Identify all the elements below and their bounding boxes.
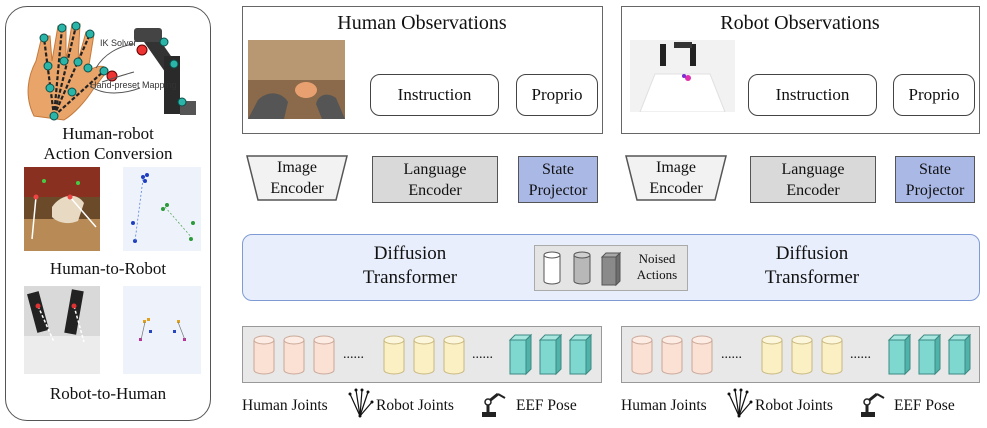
human-to-robot-label: Human-to-Robot bbox=[49, 259, 167, 278]
diffusion-right-line2: Transformer bbox=[764, 267, 860, 288]
robot-language-encoder: Language Encoder bbox=[750, 156, 876, 203]
human-image-encoder-line2: Encoder bbox=[270, 180, 324, 197]
robot-joints-label-left: Robot Joints bbox=[376, 397, 454, 414]
human-observations-title: Human Observations bbox=[337, 12, 507, 34]
noised-actions-line1: Noised bbox=[638, 251, 676, 266]
human-observation-image bbox=[248, 40, 345, 119]
eef-tokens-left bbox=[509, 334, 592, 375]
human-state-projector-line2: Projector bbox=[528, 181, 588, 199]
robot-to-human-label: Robot-to-Human bbox=[49, 384, 167, 403]
human-joints-label-right: Human Joints bbox=[621, 397, 707, 414]
hand-preset-label: Hand-preset Mapping bbox=[90, 80, 177, 90]
human-state-projector-line1: State bbox=[542, 160, 574, 178]
token-dots-1: ...... bbox=[343, 347, 364, 362]
robot-gripper-photo bbox=[24, 286, 100, 374]
robot-image-encoder-line1: Image bbox=[656, 159, 696, 176]
token-dots-3: ...... bbox=[721, 347, 742, 362]
eef-tokens-right bbox=[888, 334, 971, 375]
robot-language-encoder-line1: Language bbox=[781, 160, 845, 178]
robot-joint-tokens-right bbox=[761, 335, 843, 375]
robot-joints-label-right: Robot Joints bbox=[755, 397, 833, 414]
robot-instruction-box: Instruction bbox=[748, 74, 877, 116]
human-joint-tokens-left bbox=[253, 335, 335, 375]
hand-skeleton-icon bbox=[727, 388, 753, 418]
robot-image-encoder: Image Encoder bbox=[625, 155, 727, 201]
human-hand-photo bbox=[24, 167, 100, 251]
human-joints-label-left: Human Joints bbox=[242, 397, 328, 414]
hand-skeleton-icon bbox=[348, 388, 374, 418]
human-language-encoder-line2: Encoder bbox=[408, 181, 462, 199]
diffusion-right-line1: Diffusion bbox=[775, 243, 849, 264]
robot-state-projector-line1: State bbox=[919, 160, 951, 178]
eef-pose-label-right: EEF Pose bbox=[894, 397, 955, 414]
human-state-projector: State Projector bbox=[518, 156, 598, 203]
diffusion-left-line1: Diffusion bbox=[373, 243, 447, 264]
human-language-encoder: Language Encoder bbox=[372, 156, 498, 203]
robot-arm-icon bbox=[482, 392, 506, 417]
robot-observation-image bbox=[630, 40, 735, 112]
conversion-title-line1: Human-robot bbox=[62, 124, 154, 143]
robot-language-encoder-line2: Encoder bbox=[786, 181, 840, 199]
robot-proprio-box: Proprio bbox=[893, 74, 975, 116]
noised-action-cylinders bbox=[543, 251, 622, 287]
robot-state-projector: State Projector bbox=[895, 156, 975, 203]
robot-to-human-keypoints bbox=[123, 286, 201, 374]
hand-robot-illustration bbox=[14, 16, 204, 121]
eef-pose-label-left: EEF Pose bbox=[516, 397, 577, 414]
robot-state-projector-line2: Projector bbox=[905, 181, 965, 199]
conversion-title-line2: Action Conversion bbox=[43, 144, 173, 163]
human-language-encoder-line1: Language bbox=[403, 160, 467, 178]
robot-joint-tokens-left bbox=[383, 335, 465, 375]
ik-solver-label: IK Solver bbox=[100, 38, 137, 48]
token-dots-4: ...... bbox=[850, 347, 871, 362]
robot-image-encoder-line2: Encoder bbox=[649, 180, 703, 197]
diffusion-left-line2: Transformer bbox=[362, 267, 458, 288]
robot-arm-icon bbox=[861, 392, 885, 417]
human-to-robot-keypoints bbox=[123, 167, 201, 251]
human-image-encoder: Image Encoder bbox=[246, 155, 348, 201]
human-image-encoder-line1: Image bbox=[277, 159, 317, 176]
human-instruction-box: Instruction bbox=[370, 74, 499, 116]
human-proprio-box: Proprio bbox=[516, 74, 598, 116]
noised-actions-line2: Actions bbox=[636, 267, 678, 282]
robot-observations-title: Robot Observations bbox=[720, 12, 880, 34]
token-dots-2: ...... bbox=[472, 347, 493, 362]
human-joint-tokens-right bbox=[631, 335, 713, 375]
